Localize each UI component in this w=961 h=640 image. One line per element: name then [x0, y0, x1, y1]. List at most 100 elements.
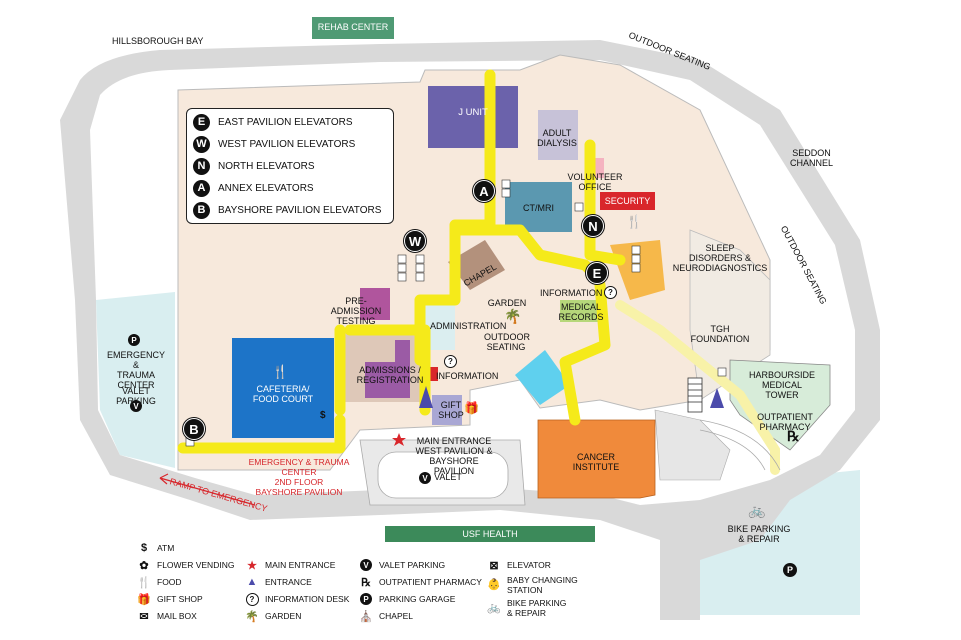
medical-records-label: MEDICAL RECORDS: [558, 302, 604, 322]
elevator-a-label: ANNEX ELEVATORS: [218, 182, 314, 194]
legend-label: ELEVATOR: [507, 560, 551, 570]
outpatient-pharmacy-label: OUTPATIENT PHARMACY: [757, 412, 813, 432]
valet-parking-icon-wrap: V: [358, 558, 374, 572]
sleep-building: [689, 229, 771, 401]
elevator-legend: E EAST PAVILION ELEVATORS W WEST PAVILION …: [186, 108, 394, 224]
giftshop-block: [432, 395, 462, 425]
cancer-institute-label: CANCER INSTITUTE: [572, 452, 620, 472]
entrance-triangle-east: [710, 388, 724, 408]
cyan-block: [515, 350, 570, 405]
information-top-label: INFORMATION: [540, 288, 603, 298]
rehab-center-label: REHAB CENTER: [317, 22, 389, 32]
legend-item: V VALET PARKING: [358, 558, 445, 572]
legend-item: 🚲 BIKE PARKING & REPAIR: [486, 598, 566, 618]
information-desk-icon-wrap: ?: [244, 592, 260, 606]
east-drive: [654, 409, 731, 481]
garden-icon: 🌴: [504, 308, 522, 324]
j-unit-label: J UNIT: [458, 107, 488, 118]
gift-shop-icon: 🎁: [464, 401, 479, 415]
chapel-icon: ⛪: [359, 610, 373, 623]
information-mid-label: INFORMATION: [436, 371, 499, 381]
bike-parking-icon: 🚲: [487, 602, 501, 614]
food-icon: 🍴: [137, 576, 151, 589]
outpatient-pharmacy-icon: ℞: [787, 428, 800, 444]
medrecords-block: [560, 300, 602, 322]
flower-vending-icon: ✿: [139, 559, 149, 572]
legend-label: BIKE PARKING & REPAIR: [507, 598, 567, 618]
legend-label: CHAPEL: [379, 611, 414, 621]
valet-parking-icon: V: [360, 559, 372, 571]
legend-item: ✿FLOWER VENDING: [136, 558, 234, 572]
security-label: SECURITY: [604, 196, 651, 206]
main-entrance-star: [392, 433, 406, 446]
valet-icon: V: [419, 472, 431, 484]
tgh-foundation-label: TGH FOUNDATION: [690, 324, 750, 344]
atm-icon: $: [320, 410, 326, 421]
legend-label: MAIN ENTRANCE: [265, 560, 336, 570]
ct-mri-label: CT/MRI: [523, 203, 554, 213]
elevator-glyphs: [185, 179, 727, 447]
sleep-disorders-label: SLEEP DISORDERS & NEURODIAGNOSTICS: [672, 243, 768, 273]
parking-garage-icon: P: [128, 334, 140, 346]
harbourside-label: HARBOURSIDE MEDICAL TOWER: [748, 370, 815, 400]
cafeteria-block: [232, 338, 334, 438]
legend-label: ATM: [157, 543, 175, 553]
gift-shop-label: GIFT SHOP: [438, 400, 464, 420]
emergency-label: EMERGENCY & TRAUMA CENTER: [106, 350, 165, 390]
food-icon: 🍴: [272, 364, 289, 379]
elevator-a-icon: A: [193, 179, 210, 197]
rehab-block: [312, 17, 394, 39]
pre-admission-label: PRE-ADMISSION TESTING: [330, 296, 382, 326]
cancer-block: [537, 419, 656, 499]
admissions-label: ADMISSIONS / REGISTRATION: [356, 365, 424, 385]
water-west-inner: [96, 292, 175, 468]
seddon-channel-label: SEDDON CHANNEL: [790, 148, 834, 168]
dialysis-block: [538, 110, 578, 160]
elevator-b-icon: B: [193, 201, 210, 219]
elevator-n-label: NORTH ELEVATORS: [218, 160, 315, 172]
outdoor-seating-mid-label: OUTDOOR SEATING: [484, 332, 530, 352]
legend-item: ⛪ CHAPEL: [358, 609, 413, 623]
admissions-block: [365, 340, 410, 398]
legend-item: $ ATM: [136, 541, 174, 555]
elevator-e-label: EAST PAVILION ELEVATORS: [218, 116, 353, 128]
legend-label: GARDEN: [265, 611, 302, 621]
elevator-e-icon: E: [193, 113, 210, 131]
elevator-b-label: BAYSHORE PAVILION ELEVATORS: [218, 204, 382, 216]
legend-item: 👶BABY CHANGING STATION: [486, 575, 578, 595]
volunteer-office-label: VOLUNTEER OFFICE: [567, 172, 623, 192]
parking-garage-icon: P: [360, 593, 372, 605]
main-entrance-icon: ★: [247, 559, 257, 572]
bike-parking-label: BIKE PARKING & REPAIR: [727, 524, 791, 544]
legend-item: 🌴GARDEN: [244, 609, 301, 623]
atm-icon: $: [140, 542, 148, 554]
elevator-legend-row: W WEST PAVILION ELEVATORS: [193, 134, 355, 154]
harbourside-building: [729, 359, 831, 451]
main-entrance-label: MAIN ENTRANCE WEST PAVILION & BAYSHORE P…: [415, 436, 493, 476]
stairs: [687, 377, 703, 413]
usf-health-label: USF HEALTH: [462, 529, 518, 539]
garden-label: GARDEN: [487, 298, 527, 308]
legend-label: GIFT SHOP: [157, 594, 203, 604]
parking-garage-icon: P: [783, 563, 797, 577]
elevator-legend-row: B BAYSHORE PAVILION ELEVATORS: [193, 200, 381, 220]
legend-item: 🎁GIFT SHOP: [136, 592, 203, 606]
outpatient-pharmacy-icon: ℞: [361, 576, 371, 589]
information-desk-icon: ?: [444, 355, 457, 368]
valet-parking-icon: V: [130, 400, 142, 412]
legend-label: VALET PARKING: [379, 560, 446, 570]
cafeteria-label: CAFETERIA/ FOOD COURT: [252, 384, 314, 404]
security-block: [600, 192, 655, 210]
valet-island: [377, 451, 509, 499]
info-red-block: [430, 367, 438, 381]
elevator-w-icon: W: [193, 135, 210, 153]
legend-item: ★ MAIN ENTRANCE: [244, 558, 335, 572]
elevator-w-label: WEST PAVILION ELEVATORS: [218, 138, 356, 150]
food-icon: 🍴: [626, 214, 643, 229]
ctmri-block: [505, 182, 572, 232]
hillsborough-bay-label: HILLSBOROUGH BAY: [112, 36, 204, 46]
legend-item: ?INFORMATION DESK: [244, 592, 349, 606]
